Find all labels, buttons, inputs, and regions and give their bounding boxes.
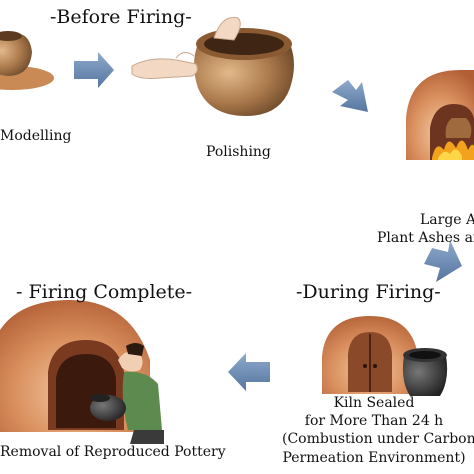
- step-polishing: Polishing: [206, 144, 271, 160]
- kiln-fire-illustration: [406, 70, 474, 160]
- stage-during-firing: -During Firing-: [296, 281, 441, 303]
- arrow-down-right-icon: [332, 80, 368, 112]
- stage-firing-complete: - Firing Complete-: [16, 281, 193, 303]
- arrow-right-icon: [74, 52, 114, 88]
- step-kiln-line2: for More Than 24 h: [304, 413, 444, 429]
- step-large-line1: Large Ar: [420, 212, 474, 228]
- polishing-pot-illustration: [131, 16, 294, 116]
- step-kiln-line4: Permeation Environment): [282, 450, 466, 466]
- arrow-left-icon: [228, 353, 270, 391]
- modelling-pot-illustration: [0, 31, 54, 90]
- step-removal: Removal of Reproduced Pottery: [0, 444, 226, 460]
- step-kiln-line3: (Combustion under Carbon: [282, 431, 474, 447]
- step-modelling: Modelling: [0, 128, 72, 144]
- arrow-down-icon: [424, 240, 462, 282]
- stage-before-firing: -Before Firing-: [50, 6, 192, 28]
- sealed-kiln-illustration: [322, 316, 448, 396]
- step-large-line2: Plant Ashes an: [377, 230, 474, 246]
- removal-kiln-illustration: [0, 300, 164, 444]
- step-kiln-line1: Kiln Sealed: [333, 395, 415, 411]
